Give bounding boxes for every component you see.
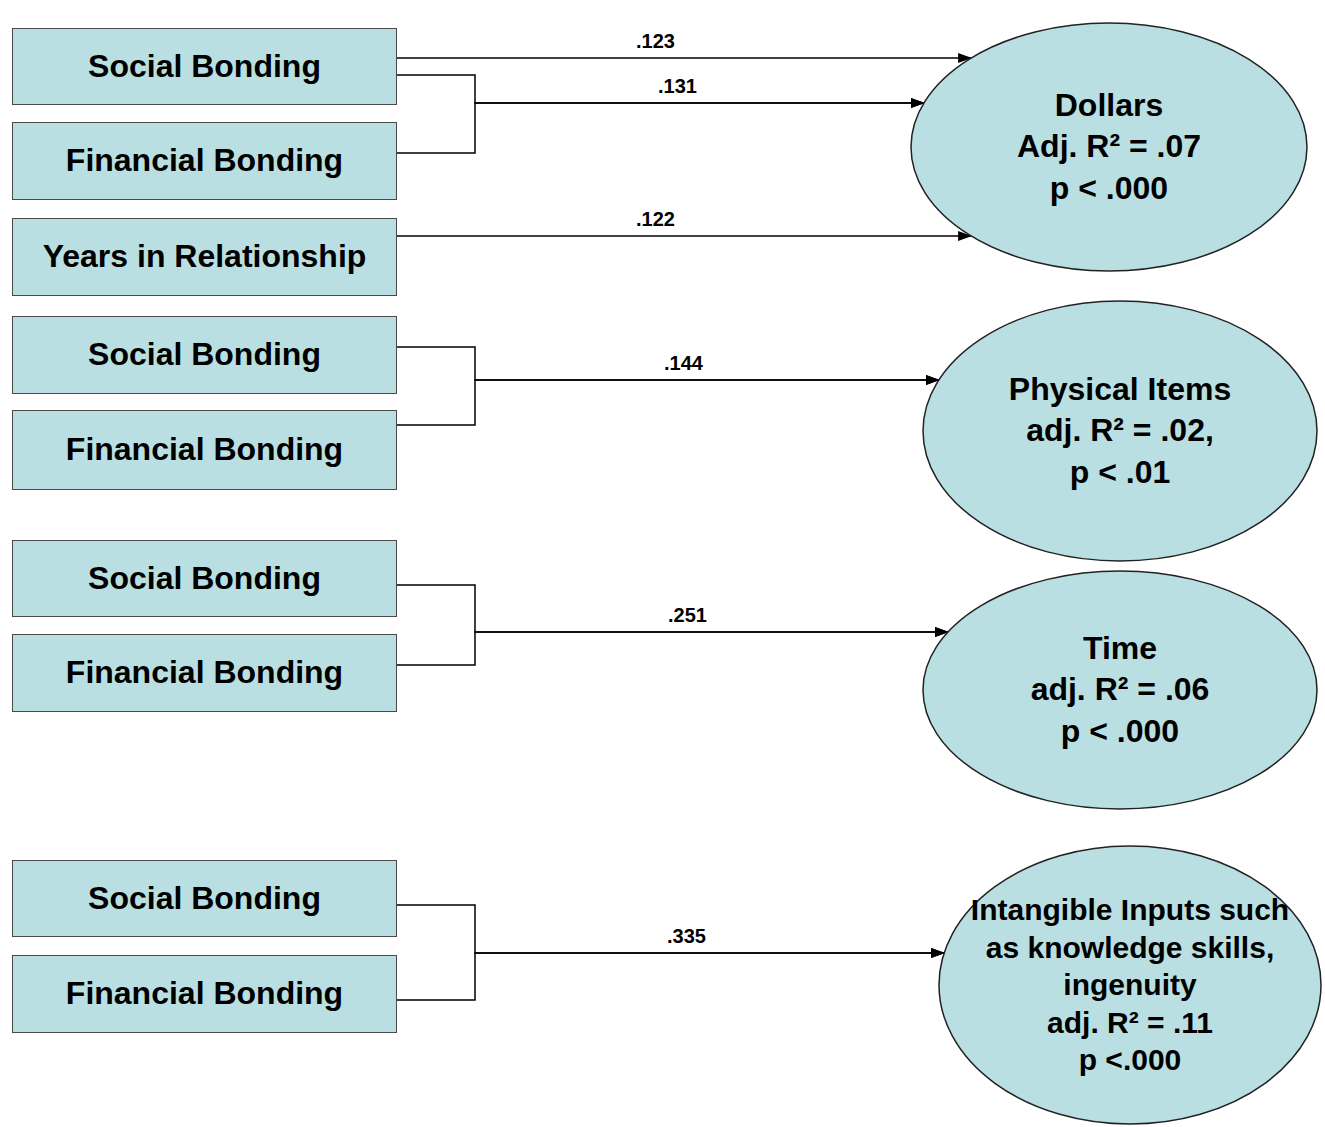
node-stat: p < .01	[1070, 452, 1171, 494]
path-arrow	[397, 953, 944, 1000]
text-group: Social Bonding	[88, 878, 321, 920]
predictor-box: Financial Bonding	[12, 955, 397, 1033]
text-group: Social Bonding	[88, 334, 321, 376]
path-arrow	[397, 380, 939, 425]
outcome-ellipse: Intangible Inputs such as knowledge skil…	[938, 845, 1322, 1125]
node-stat: Adj. R² = .07	[1017, 126, 1201, 168]
text-group: Physical Itemsadj. R² = .02,p < .01	[940, 369, 1300, 494]
outcome-ellipse: DollarsAdj. R² = .07p < .000	[910, 22, 1308, 272]
coefficient-label: .123	[636, 30, 675, 53]
node-stat: p < .000	[1061, 711, 1179, 753]
path-arrow	[397, 75, 924, 103]
predictor-box: Social Bonding	[12, 28, 397, 105]
node-title: Intangible Inputs such as knowledge skil…	[962, 891, 1298, 1004]
text-group: Financial Bonding	[66, 429, 343, 471]
text-group: Financial Bonding	[66, 973, 343, 1015]
outcome-ellipse: Timeadj. R² = .06p < .000	[922, 570, 1318, 810]
text-group: Social Bonding	[88, 46, 321, 88]
node-stat: adj. R² = .02,	[1026, 410, 1214, 452]
text-group: Financial Bonding	[66, 140, 343, 182]
node-title: Social Bonding	[88, 334, 321, 376]
predictor-box: Financial Bonding	[12, 410, 397, 490]
text-group: Social Bonding	[88, 558, 321, 600]
ellipse-shape	[923, 571, 1317, 809]
predictor-box: Social Bonding	[12, 860, 397, 937]
node-title: Social Bonding	[88, 46, 321, 88]
node-stat: adj. R² = .11	[1047, 1004, 1213, 1042]
ellipse-shape	[911, 23, 1307, 271]
coefficient-label: .335	[667, 925, 706, 948]
coefficient-label: .144	[664, 352, 703, 375]
node-title: Social Bonding	[88, 558, 321, 600]
outcome-ellipse: Physical Itemsadj. R² = .02,p < .01	[922, 300, 1318, 562]
coefficient-label: .251	[668, 604, 707, 627]
path-arrow	[397, 103, 924, 153]
predictor-box: Social Bonding	[12, 540, 397, 617]
predictor-box: Years in Relationship	[12, 218, 397, 296]
node-title: Financial Bonding	[66, 973, 343, 1015]
node-title: Financial Bonding	[66, 140, 343, 182]
node-stat: adj. R² = .06	[1031, 669, 1210, 711]
node-title: Time	[1083, 628, 1157, 670]
path-arrow	[397, 632, 948, 665]
path-arrow	[397, 235, 971, 237]
text-group: Financial Bonding	[66, 652, 343, 694]
node-title: Dollars	[1055, 85, 1163, 127]
node-stat: p < .000	[1050, 168, 1168, 210]
path-arrow	[397, 57, 971, 59]
text-group: Intangible Inputs such as knowledge skil…	[962, 891, 1298, 1079]
ellipse-shape	[923, 301, 1317, 561]
text-group: DollarsAdj. R² = .07p < .000	[929, 85, 1289, 210]
ellipse-shape	[939, 846, 1321, 1124]
path-arrow	[397, 905, 944, 953]
coefficient-label: .131	[658, 75, 697, 98]
coefficient-label: .122	[636, 208, 675, 231]
predictor-box: Financial Bonding	[12, 634, 397, 712]
path-arrow	[397, 585, 948, 632]
node-title: Social Bonding	[88, 878, 321, 920]
predictor-box: Financial Bonding	[12, 122, 397, 200]
node-title: Financial Bonding	[66, 652, 343, 694]
predictor-box: Social Bonding	[12, 316, 397, 394]
node-title: Physical Items	[1009, 369, 1231, 411]
node-title: Financial Bonding	[66, 429, 343, 471]
text-group: Timeadj. R² = .06p < .000	[940, 628, 1300, 753]
node-title: Years in Relationship	[43, 236, 367, 278]
path-arrow	[397, 347, 939, 380]
text-group: Years in Relationship	[43, 236, 367, 278]
node-stat: p <.000	[1079, 1041, 1182, 1079]
